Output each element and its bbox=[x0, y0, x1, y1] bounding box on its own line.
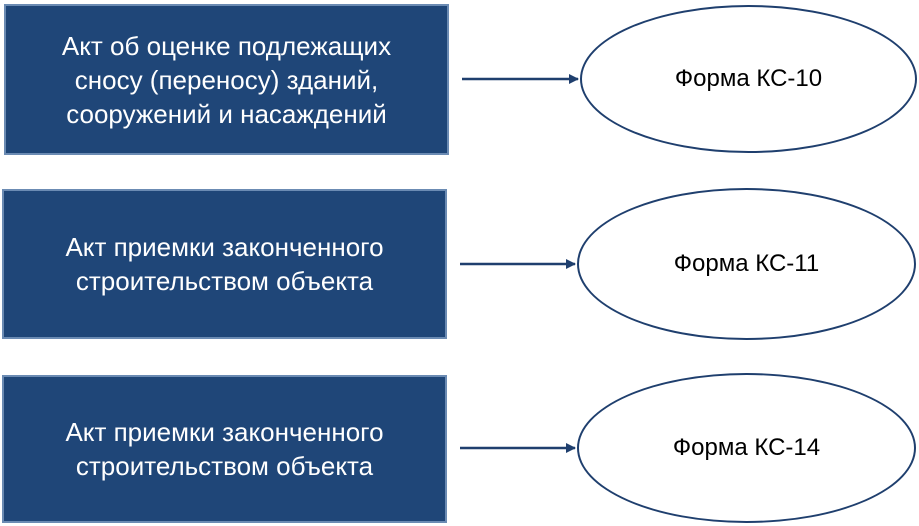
document-box-ks10-label: Акт об оценке подлежащих сносу (переносу… bbox=[61, 30, 392, 129]
document-box-ks11: Акт приемки законченного строительством … bbox=[2, 189, 447, 339]
document-box-ks10: Акт об оценке подлежащих сносу (переносу… bbox=[4, 4, 449, 155]
document-box-ks14: Акт приемки законченного строительством … bbox=[2, 375, 447, 523]
form-oval-ks11-label: Форма КС-11 bbox=[673, 250, 820, 277]
document-box-ks11-label: Акт приемки законченного строительством … bbox=[65, 232, 384, 296]
form-oval-ks11: Форма КС-11 bbox=[577, 188, 916, 340]
form-oval-ks14-label: Форма КС-14 bbox=[672, 434, 821, 461]
form-oval-ks10-label: Форма КС-10 bbox=[674, 65, 823, 92]
form-oval-ks14: Форма КС-14 bbox=[577, 373, 916, 523]
document-box-ks14-label: Акт приемки законченного строительством … bbox=[65, 417, 384, 481]
form-oval-ks10: Форма КС-10 bbox=[580, 5, 917, 153]
